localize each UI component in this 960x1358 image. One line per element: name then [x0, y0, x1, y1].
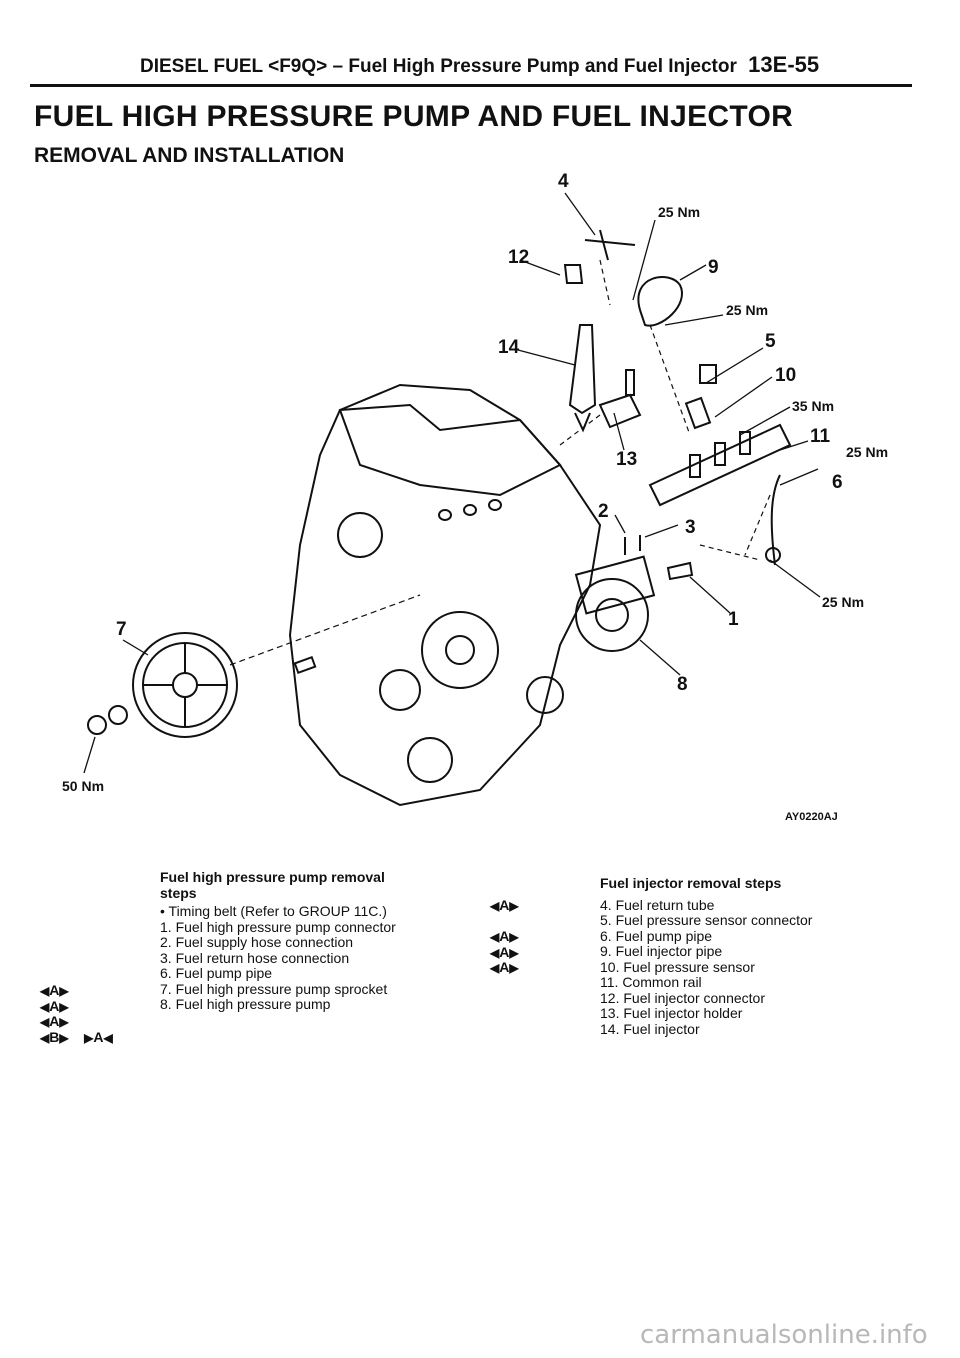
pulley-large-hub: [445, 635, 475, 665]
bolt: [293, 655, 317, 675]
part-label-2: 2: [598, 501, 609, 522]
part-label-8: 8: [677, 674, 688, 695]
mark-row: ◀A▶: [490, 943, 519, 960]
cylinder-head: [338, 383, 562, 497]
section-number: 13E-55: [748, 52, 820, 77]
pulley-large: [421, 611, 499, 689]
header-rule: [30, 84, 912, 87]
part-label-11: 11: [810, 426, 831, 447]
list-item: • Timing belt (Refer to GROUP 11C.): [160, 903, 387, 919]
pump-sprocket: [132, 632, 238, 738]
high-pressure-pump-core: [595, 598, 629, 632]
torque-label-f: 50 Nm: [62, 778, 104, 794]
list-item: 3. Fuel return hose connection: [160, 949, 350, 966]
rail-port-2: [714, 442, 726, 466]
mark-row: ◀A▶: [490, 928, 519, 944]
list-item: 9. Fuel injector pipe: [600, 943, 723, 959]
pulley-lower: [379, 669, 421, 711]
sprocket-dash: [229, 594, 421, 666]
mark-row: ◀A▶: [490, 897, 519, 913]
pump-service-marks: ◀A▶ ◀A▶ ◀A▶ ◀B▶ ▶A◀: [40, 952, 113, 1045]
mark-row: [40, 968, 113, 984]
sprocket-spokes: [143, 643, 227, 727]
list-item: 11. Common rail: [600, 974, 702, 990]
head-port-3: [488, 499, 502, 511]
high-pressure-pump: [575, 578, 649, 652]
pump-connector: [666, 561, 694, 581]
mark-row: ◀A▶: [490, 959, 519, 975]
list-item: 13. Fuel injector holder: [600, 1005, 743, 1021]
part-label-9: 9: [708, 257, 719, 278]
part-label-1: 1: [728, 609, 739, 630]
list-item: 10. Fuel pressure sensor: [600, 958, 755, 975]
part-label-6: 6: [832, 472, 843, 493]
torque-label-c: 35 Nm: [792, 398, 834, 414]
torque-label-e: 25 Nm: [822, 594, 864, 610]
mark-row: [490, 914, 519, 930]
part-label-14: 14: [498, 337, 520, 358]
sensor-connector: [699, 364, 717, 384]
injector-pipe: [637, 276, 683, 327]
torque-label-b: 25 Nm: [726, 302, 768, 318]
common-rail: [648, 423, 792, 507]
part-label-7: 7: [116, 619, 127, 640]
list-item: 6. Fuel pump pipe: [600, 927, 713, 944]
head-port-2: [463, 504, 477, 516]
part-label-4: 4: [558, 171, 569, 192]
sprocket-nut: [87, 715, 107, 735]
injector-service-marks: ◀A▶ ◀A▶ ◀A▶ ◀A▶: [490, 897, 519, 976]
part-label-5: 5: [765, 331, 776, 352]
mark-row: ◀A▶: [40, 982, 69, 998]
return-tube: [584, 229, 636, 261]
list-item: 1. Fuel high pressure pump connector: [160, 918, 396, 935]
mark-row: [40, 952, 113, 968]
pump-body: [574, 555, 656, 615]
page-subtitle: REMOVAL AND INSTALLATION: [34, 144, 345, 167]
head-port-1: [438, 509, 452, 521]
list-item: 2. Fuel supply hose connection: [160, 934, 354, 950]
fuel-injector: [568, 324, 597, 415]
pulley-right: [526, 676, 564, 714]
header-text: DIESEL FUEL <F9Q> – Fuel High Pressure P…: [140, 56, 737, 77]
pressure-sensor: [684, 396, 712, 430]
mark-row: ◀A▶: [40, 1013, 69, 1029]
injector-removal-steps: Fuel injector removal steps 4. Fuel retu…: [600, 875, 900, 1037]
engine-block: [288, 403, 602, 807]
figure-code: AY0220AJ: [785, 811, 838, 823]
guide-lines: [559, 259, 771, 561]
pulley-left: [337, 512, 383, 558]
list-item: 6. Fuel pump pipe: [160, 965, 273, 981]
torque-label-d: 25 Nm: [846, 444, 888, 460]
pump-sprocket-hub: [172, 672, 198, 698]
list-item: 8. Fuel high pressure pump: [160, 996, 331, 1012]
holder-bolt: [625, 369, 635, 396]
page-header: DIESEL FUEL <F9Q> – Fuel High Pressure P…: [140, 52, 910, 78]
mark-row: ◀A▶: [40, 997, 69, 1014]
pump-removal-steps: Fuel high pressure pump removal steps • …: [160, 869, 460, 1013]
sprocket-washer: [108, 705, 128, 725]
part-label-10: 10: [775, 365, 796, 386]
injector-holder: [598, 393, 642, 429]
list-item: 12. Fuel injector connector: [600, 989, 765, 1006]
injector-connector: [563, 264, 584, 284]
list-item: 5. Fuel pressure sensor connector: [600, 912, 813, 928]
list-item: 7. Fuel high pressure pump sprocket: [160, 980, 388, 997]
part-label-13: 13: [616, 449, 637, 470]
watermark: carmanualsonline.info: [640, 1320, 928, 1350]
pump-steps-heading: Fuel high pressure pump removal: [160, 869, 385, 885]
fuel-pump-pipe: [770, 474, 781, 566]
part-label-12: 12: [508, 247, 529, 268]
part-label-3: 3: [685, 517, 696, 538]
rail-port-1: [689, 454, 701, 478]
list-item: 14. Fuel injector: [600, 1020, 700, 1037]
injector-steps-heading: Fuel injector removal steps: [600, 875, 782, 891]
pulley-bottom: [407, 737, 453, 783]
injector-tip: [574, 412, 591, 433]
torque-label-a: 25 Nm: [658, 204, 700, 220]
exploded-diagram: 4 12 9 14 5 10 11 13 6 2 3 1 7 8 25 Nm 2…: [62, 171, 888, 823]
pump-steps-heading-2: steps: [160, 884, 197, 901]
page-title: FUEL HIGH PRESSURE PUMP AND FUEL INJECTO…: [34, 100, 794, 133]
list-item: 4. Fuel return tube: [600, 896, 715, 913]
mark-row: ◀B▶ ▶A◀: [40, 1028, 113, 1045]
